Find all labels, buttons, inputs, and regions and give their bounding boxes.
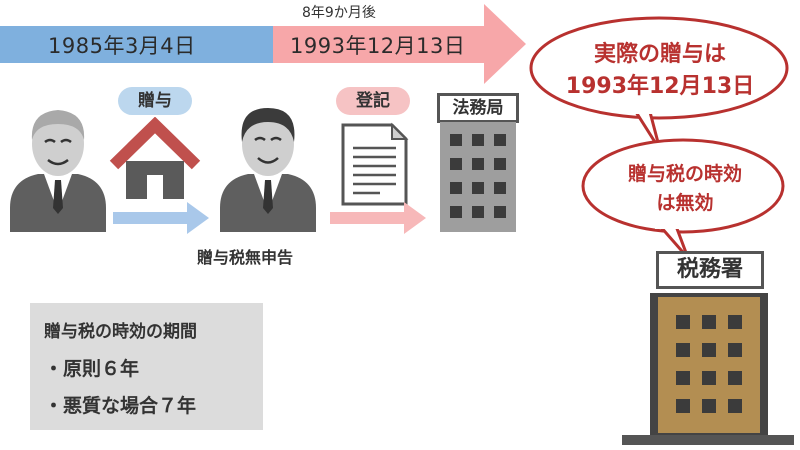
note-rule-malicious: ・悪質な場合７年 xyxy=(44,395,197,417)
legal-bureau-label: 法務局 xyxy=(437,93,519,123)
actual-gift-line1: 実際の贈与は xyxy=(593,42,726,67)
document-icon xyxy=(341,122,409,206)
receiver-person-icon xyxy=(220,108,316,232)
legal-bureau-building-icon xyxy=(440,122,516,232)
timeline-end-date: 1993年12月13日 xyxy=(290,34,466,58)
tax-office-label: 税務署 xyxy=(656,251,764,289)
gift-arrow-icon xyxy=(113,202,209,234)
no-declaration-label: 贈与税無申告 xyxy=(197,248,294,267)
actual-gift-line2: 1993年12月13日 xyxy=(565,74,755,99)
registration-label-pill: 登記 xyxy=(336,87,410,115)
note-rule-principle: ・原則６年 xyxy=(44,358,140,380)
actual-gift-bubble xyxy=(529,16,789,152)
gift-label-pill: 贈与 xyxy=(118,87,192,115)
house-icon xyxy=(109,117,201,199)
timeline-pink-arrow xyxy=(273,4,526,84)
invalid-line2: は無効 xyxy=(656,192,714,214)
statute-period-note: 贈与税の時効の期間 ・原則６年 ・悪質な場合７年 xyxy=(30,303,263,430)
invalid-line1: 贈与税の時効 xyxy=(627,163,742,185)
registration-arrow-icon xyxy=(330,202,426,234)
note-title: 贈与税の時効の期間 xyxy=(44,322,197,342)
giver-person-icon xyxy=(10,110,106,232)
invalid-bubble xyxy=(581,138,785,260)
tax-office-building-icon xyxy=(622,293,794,445)
timeline-duration: 8年9か月後 xyxy=(302,5,376,21)
timeline-start-date: 1985年3月4日 xyxy=(48,34,196,58)
timeline-blue-segment xyxy=(0,26,273,63)
